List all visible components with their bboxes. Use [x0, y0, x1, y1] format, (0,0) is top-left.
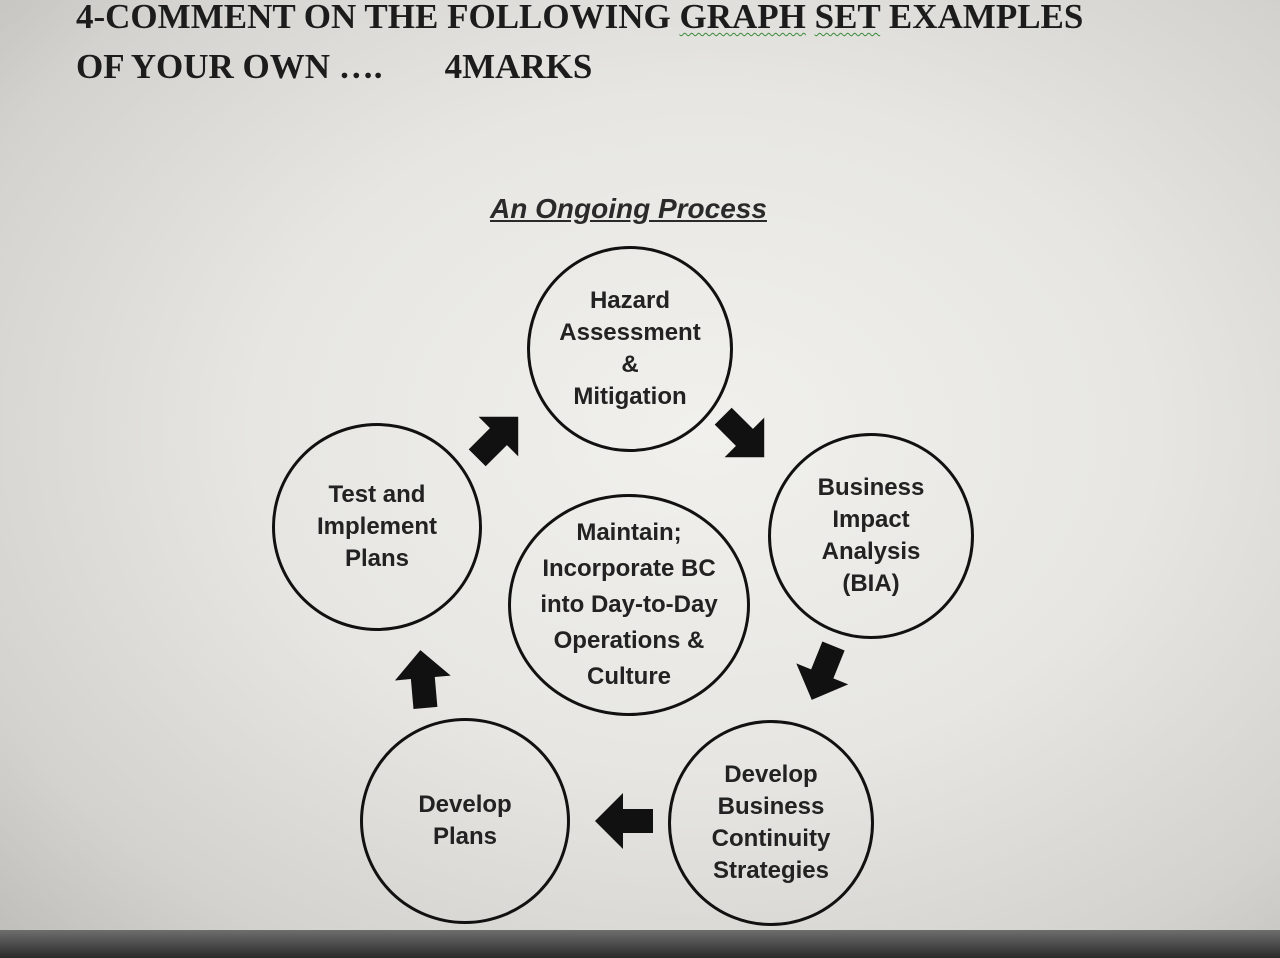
node-maintain-center-label: Maintain; Incorporate BC into Day-to-Day… [540, 519, 718, 690]
node-hazard-assessment: Hazard Assessment & Mitigation [527, 246, 733, 452]
arrow-strategies-to-plans [595, 793, 653, 849]
node-business-impact-analysis: Business Impact Analysis (BIA) [768, 433, 974, 639]
question-word-set: SET [814, 0, 881, 36]
node-continuity-strategies-label: Develop Business Continuity Strategies [711, 761, 831, 884]
node-hazard-assessment-label: Hazard Assessment & Mitigation [559, 287, 701, 410]
question-word-graph: GRAPH [679, 0, 806, 36]
question-text: 4-COMMENT ON THE FOLLOWING GRAPH SET EXA… [76, 0, 1196, 92]
arrow-hazard-to-bia [703, 396, 785, 478]
question-line1-prefix: 4-COMMENT ON THE FOLLOWING [76, 0, 680, 36]
node-test-implement-label: Test and Implement Plans [316, 481, 438, 572]
node-continuity-strategies: Develop Business Continuity Strategies [668, 720, 874, 926]
question-marks: 4MARKS [444, 47, 593, 86]
node-maintain-center: Maintain; Incorporate BC into Day-to-Day… [508, 494, 750, 716]
diagram-title: An Ongoing Process [490, 193, 767, 224]
node-business-impact-analysis-label: Business Impact Analysis (BIA) [817, 474, 925, 597]
node-develop-plans-label: Develop Plans [418, 791, 512, 850]
question-line1-suffix: EXAMPLES [880, 0, 1084, 36]
question-line2: OF YOUR OWN …. [76, 47, 383, 86]
arrow-test-to-hazard [457, 396, 539, 478]
node-develop-plans: Develop Plans [360, 718, 570, 924]
monitor-bezel [0, 930, 1280, 958]
arrow-bia-to-strategies [785, 635, 860, 711]
node-test-implement: Test and Implement Plans [272, 423, 482, 631]
arrow-plans-to-test [392, 647, 454, 711]
